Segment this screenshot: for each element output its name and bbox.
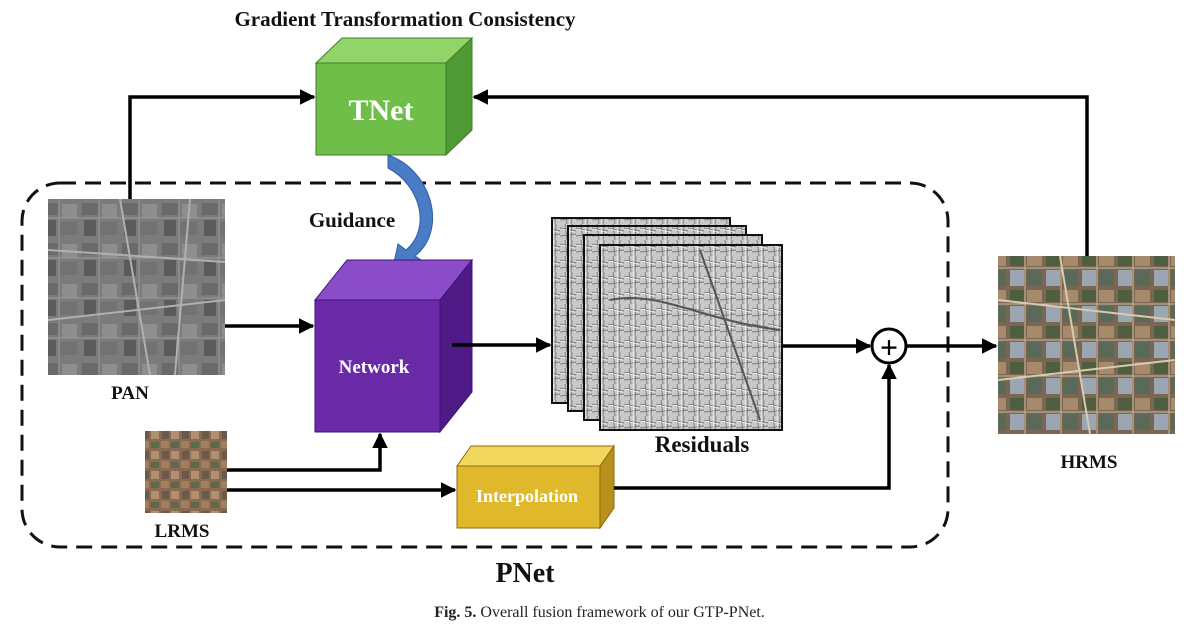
guidance-label: Guidance [309, 208, 395, 232]
lrms-label: LRMS [155, 521, 210, 542]
framework-diagram: Gradient Transformation Consistency TNet… [20, 7, 1176, 589]
tnet-label: TNet [349, 94, 414, 127]
pan-image [47, 198, 226, 376]
pnet-boundary [20, 181, 950, 549]
interpolation-label: Interpolation [476, 486, 578, 506]
network-label: Network [339, 357, 410, 378]
residuals-stack [551, 217, 783, 431]
caption-text: Overall fusion framework of our GTP-PNet… [480, 604, 765, 621]
edge-interpolation-to-sum [614, 363, 897, 490]
edge-lrms-to-network [227, 432, 388, 472]
pnet-label: PNet [495, 558, 555, 589]
pan-label: PAN [111, 383, 149, 404]
sum-node: + [870, 327, 908, 365]
tnet-block: TNet [314, 36, 474, 157]
tnet-front [315, 62, 447, 156]
edge-hrms-to-tnet [472, 89, 1089, 256]
network-block: Network [313, 258, 474, 434]
interpolation-top [456, 445, 615, 467]
hrms-label: HRMS [1061, 452, 1118, 473]
network-front [314, 299, 441, 433]
diagram-title: Gradient Transformation Consistency [234, 7, 576, 31]
interpolation-block: Interpolation [456, 444, 615, 530]
residuals-label: Residuals [655, 432, 750, 457]
edge-pan-to-tnet [128, 89, 316, 199]
hrms-image [997, 255, 1176, 435]
edges [128, 89, 1089, 498]
lrms-image [145, 431, 227, 513]
caption-fig-number: Fig. 5. [434, 604, 477, 621]
interpolation-front [456, 465, 601, 529]
tnet-top [314, 37, 474, 64]
plus-symbol: + [880, 329, 898, 365]
figure-caption: Fig. 5. Overall fusion framework of our … [0, 604, 1199, 622]
